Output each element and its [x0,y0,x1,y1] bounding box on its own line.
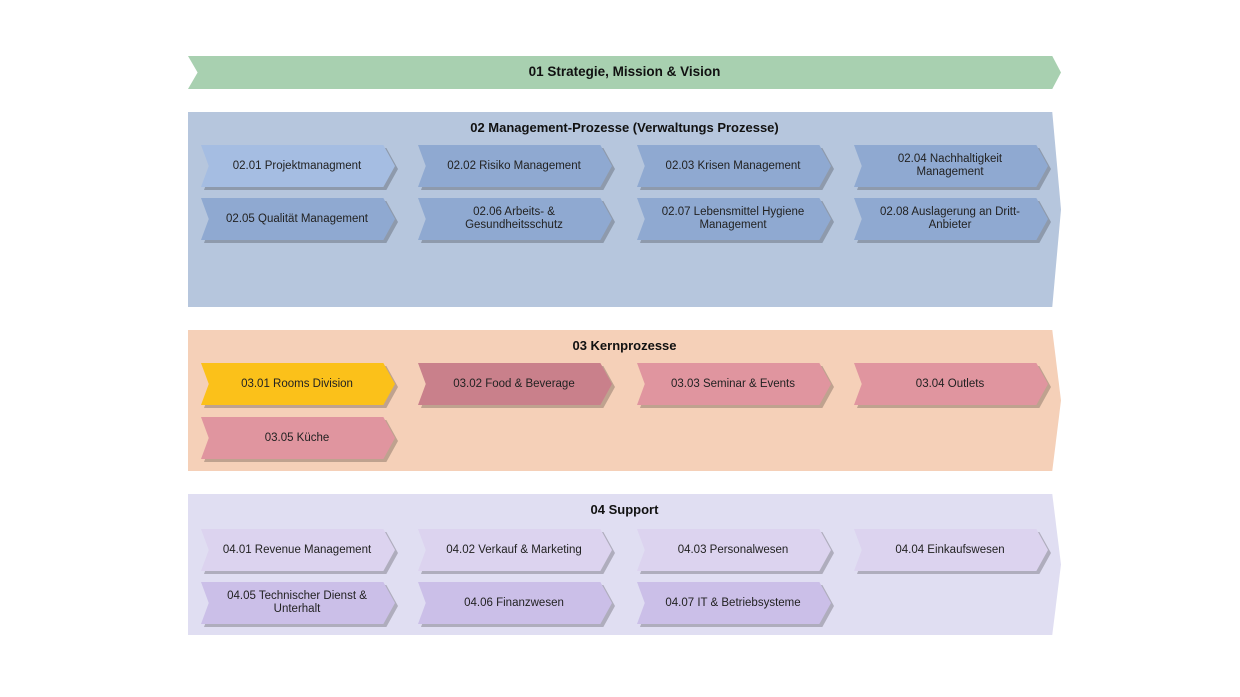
process-chevron-04-04[interactable]: 04.04 Einkaufswesen [854,529,1048,571]
process-chevron-02-01[interactable]: 02.01 Projektmanagment [201,145,395,187]
strategy-label: 01 Strategie, Mission & Vision [528,64,721,79]
process-chevron-04-03[interactable]: 04.03 Personalwesen [637,529,831,571]
process-chevron-04-05[interactable]: 04.05 Technischer Dienst & Unterhalt [201,582,395,624]
process-chevron-04-01[interactable]: 04.01 Revenue Management [201,529,395,571]
process-chevron-04-06[interactable]: 04.06 Finanzwesen [418,582,612,624]
process-chevron-04-02[interactable]: 04.02 Verkauf & Marketing [418,529,612,571]
process-chevron-02-06[interactable]: 02.06 Arbeits- & Gesundheitsschutz [418,198,612,240]
process-chevron-04-07[interactable]: 04.07 IT & Betriebsysteme [637,582,831,624]
process-chevron-03-03[interactable]: 03.03 Seminar & Events [637,363,831,405]
management-title: 02 Management-Prozesse (Verwaltungs Proz… [470,120,779,135]
process-chevron-03-02[interactable]: 03.02 Food & Beverage [418,363,612,405]
process-chevron-03-04[interactable]: 03.04 Outlets [854,363,1048,405]
process-chevron-03-05[interactable]: 03.05 Küche [201,417,395,459]
core-title: 03 Kernprozesse [572,338,677,353]
process-chevron-03-01[interactable]: 03.01 Rooms Division [201,363,395,405]
strategy-band: 01 Strategie, Mission & Vision [188,56,1061,89]
process-chevron-02-05[interactable]: 02.05 Qualität Management [201,198,395,240]
process-chevron-02-08[interactable]: 02.08 Auslagerung an Dritt-Anbieter [854,198,1048,240]
process-chevron-02-07[interactable]: 02.07 Lebensmittel Hygiene Management [637,198,831,240]
process-chevron-02-03[interactable]: 02.03 Krisen Management [637,145,831,187]
process-chevron-02-02[interactable]: 02.02 Risiko Management [418,145,612,187]
support-title: 04 Support [590,502,659,517]
process-chevron-02-04[interactable]: 02.04 Nachhaltigkeit Management [854,145,1048,187]
